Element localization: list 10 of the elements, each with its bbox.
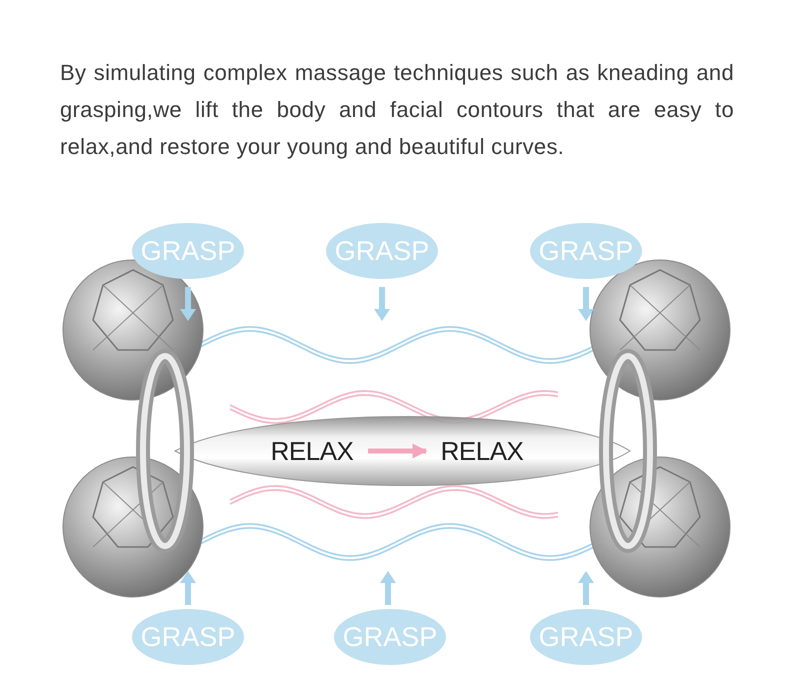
label-ellipse: GRASP bbox=[326, 223, 438, 279]
relax-label: RELAX bbox=[434, 434, 530, 468]
label-ellipse: GRASP bbox=[132, 609, 244, 665]
relax-label: RELAX bbox=[264, 434, 360, 468]
label-ellipse: GRASP bbox=[530, 609, 642, 665]
label-ellipse: GRASP bbox=[132, 223, 244, 279]
label-ellipse: GRASP bbox=[334, 609, 446, 665]
label-ellipse: GRASP bbox=[530, 223, 642, 279]
arrow bbox=[368, 444, 428, 458]
intro-paragraph: By simulating complex massage techniques such as kneading and grasping,we lift the body and facial contours that are easy to relax,and restore your young and beautiful curves. bbox=[60, 59, 734, 161]
